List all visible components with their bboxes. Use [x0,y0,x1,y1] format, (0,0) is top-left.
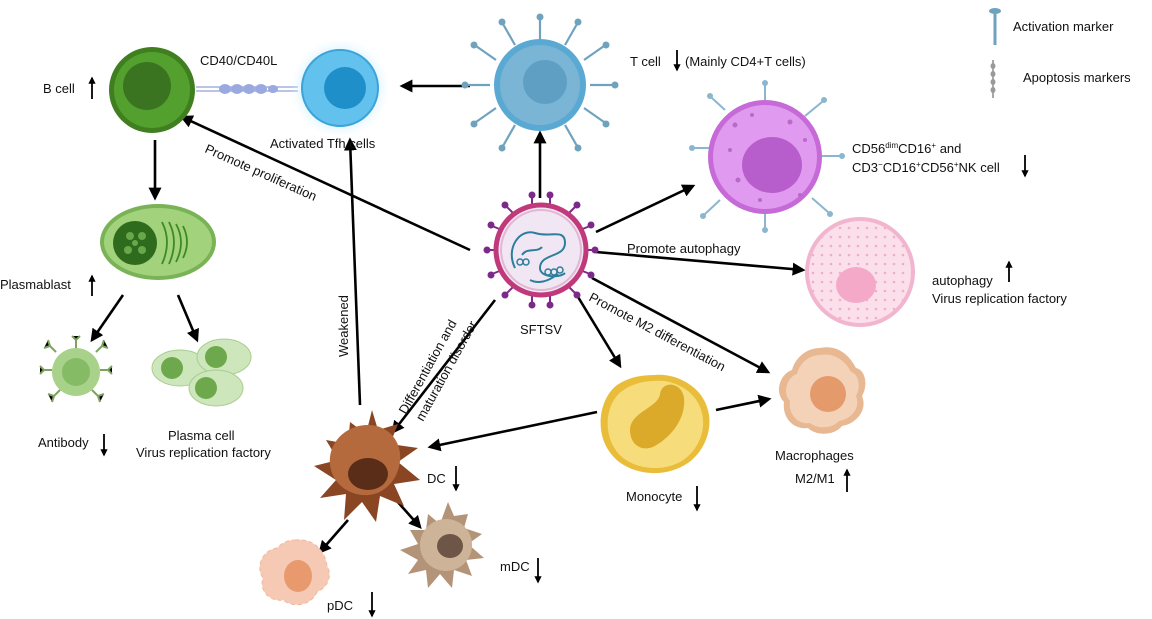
legend: Activation marker Apoptosis markers [989,8,1131,98]
arrow-monocyte-to-macrophage [715,394,772,412]
macrophages-label: Macrophages [775,448,854,463]
arrow-plasmablast-to-plasma [176,294,199,343]
mdc-cell [400,502,484,588]
antibody-label: Antibody [38,435,89,450]
nk-cell-text: NK cell [959,160,1000,175]
nk-cd16-text: CD16 [898,141,931,156]
plasmablast-label: Plasmablast [0,277,71,292]
dc-cell [314,410,420,522]
arrow-dc-to-tfh [343,137,362,406]
arrows [90,79,806,554]
nk-cell [689,80,845,233]
arrow-virus-to-macrophage [591,276,771,374]
macrophage-cell [778,347,866,434]
plasma-factory-label: Virus replication factory [136,445,271,460]
sftsv-virus [483,191,599,309]
apoptosis-marker-icon [990,60,996,98]
arrow-virus-to-dc [391,299,497,435]
m2m1-label: M2/M1 [795,471,835,486]
nk-label: CD56dimCD16+ and CD3−CD16+CD56+NK cell [852,141,1000,175]
nk-cd16b-text: CD16 [883,160,916,175]
plasma-cells [151,338,252,407]
pdc-cell [259,539,330,606]
arrow-plasmablast-to-antibody [90,294,125,343]
nk-cd3-text: CD3 [852,160,878,175]
promote-autophagy-label: Promote autophagy [627,241,741,256]
t-cell-note: (Mainly CD4+T cells) [685,54,806,69]
arrow-monocyte-to-dc [427,410,598,452]
nk-cd56-text: CD56 [852,141,885,156]
autophagy-cell [805,217,915,327]
activation-marker-icon [989,8,1001,45]
b-cell [109,47,195,133]
t-cell-label: T cell [630,54,661,69]
autophagy-factory-label: Virus replication factory [932,291,1067,306]
dc-label: DC [427,471,446,486]
nk-and-text: and [940,141,962,156]
arrow-virus-to-bcell [179,115,471,252]
legend-apoptosis-label: Apoptosis markers [1023,70,1131,85]
nk-cd56b-text: CD56 [921,160,954,175]
virus-label: SFTSV [520,322,562,337]
plasma-cell-label: Plasma cell [168,428,235,443]
autophagy-label: autophagy [932,273,993,288]
tfh-label: Activated Tfh cells [270,136,376,151]
arrow-dc-to-mdc [395,499,422,529]
arrow-virus-to-nk [595,184,696,234]
monocyte-cell [600,374,710,474]
plasmablast [100,204,216,280]
t-cell [461,13,619,152]
arrow-virus-to-autophagy [595,250,806,276]
monocyte-label: Monocyte [626,489,682,504]
arrow-virus-to-monocyte [573,291,622,369]
legend-activation-label: Activation marker [1013,19,1114,34]
weakened-label: Weakened [336,295,351,357]
pdc-label: pDC [327,598,353,613]
b-cell-label: B cell [43,81,75,96]
cd40-cd40l-connector [196,84,298,94]
tfh-cell [290,38,390,138]
antibody-cell [39,335,113,403]
arrow-dc-to-pdc [318,519,349,554]
mdc-label: mDC [500,559,530,574]
svg-text:CD56dimCD16+ and: CD56dimCD16+ and [852,141,961,156]
svg-text:CD3−CD16+CD56+NK cell: CD3−CD16+CD56+NK cell [852,160,1000,175]
cd40-label: CD40/CD40L [200,53,277,68]
promote-m2-label: Promote M2 differentiation [587,289,728,374]
nk-dim-text: dim [885,141,898,150]
